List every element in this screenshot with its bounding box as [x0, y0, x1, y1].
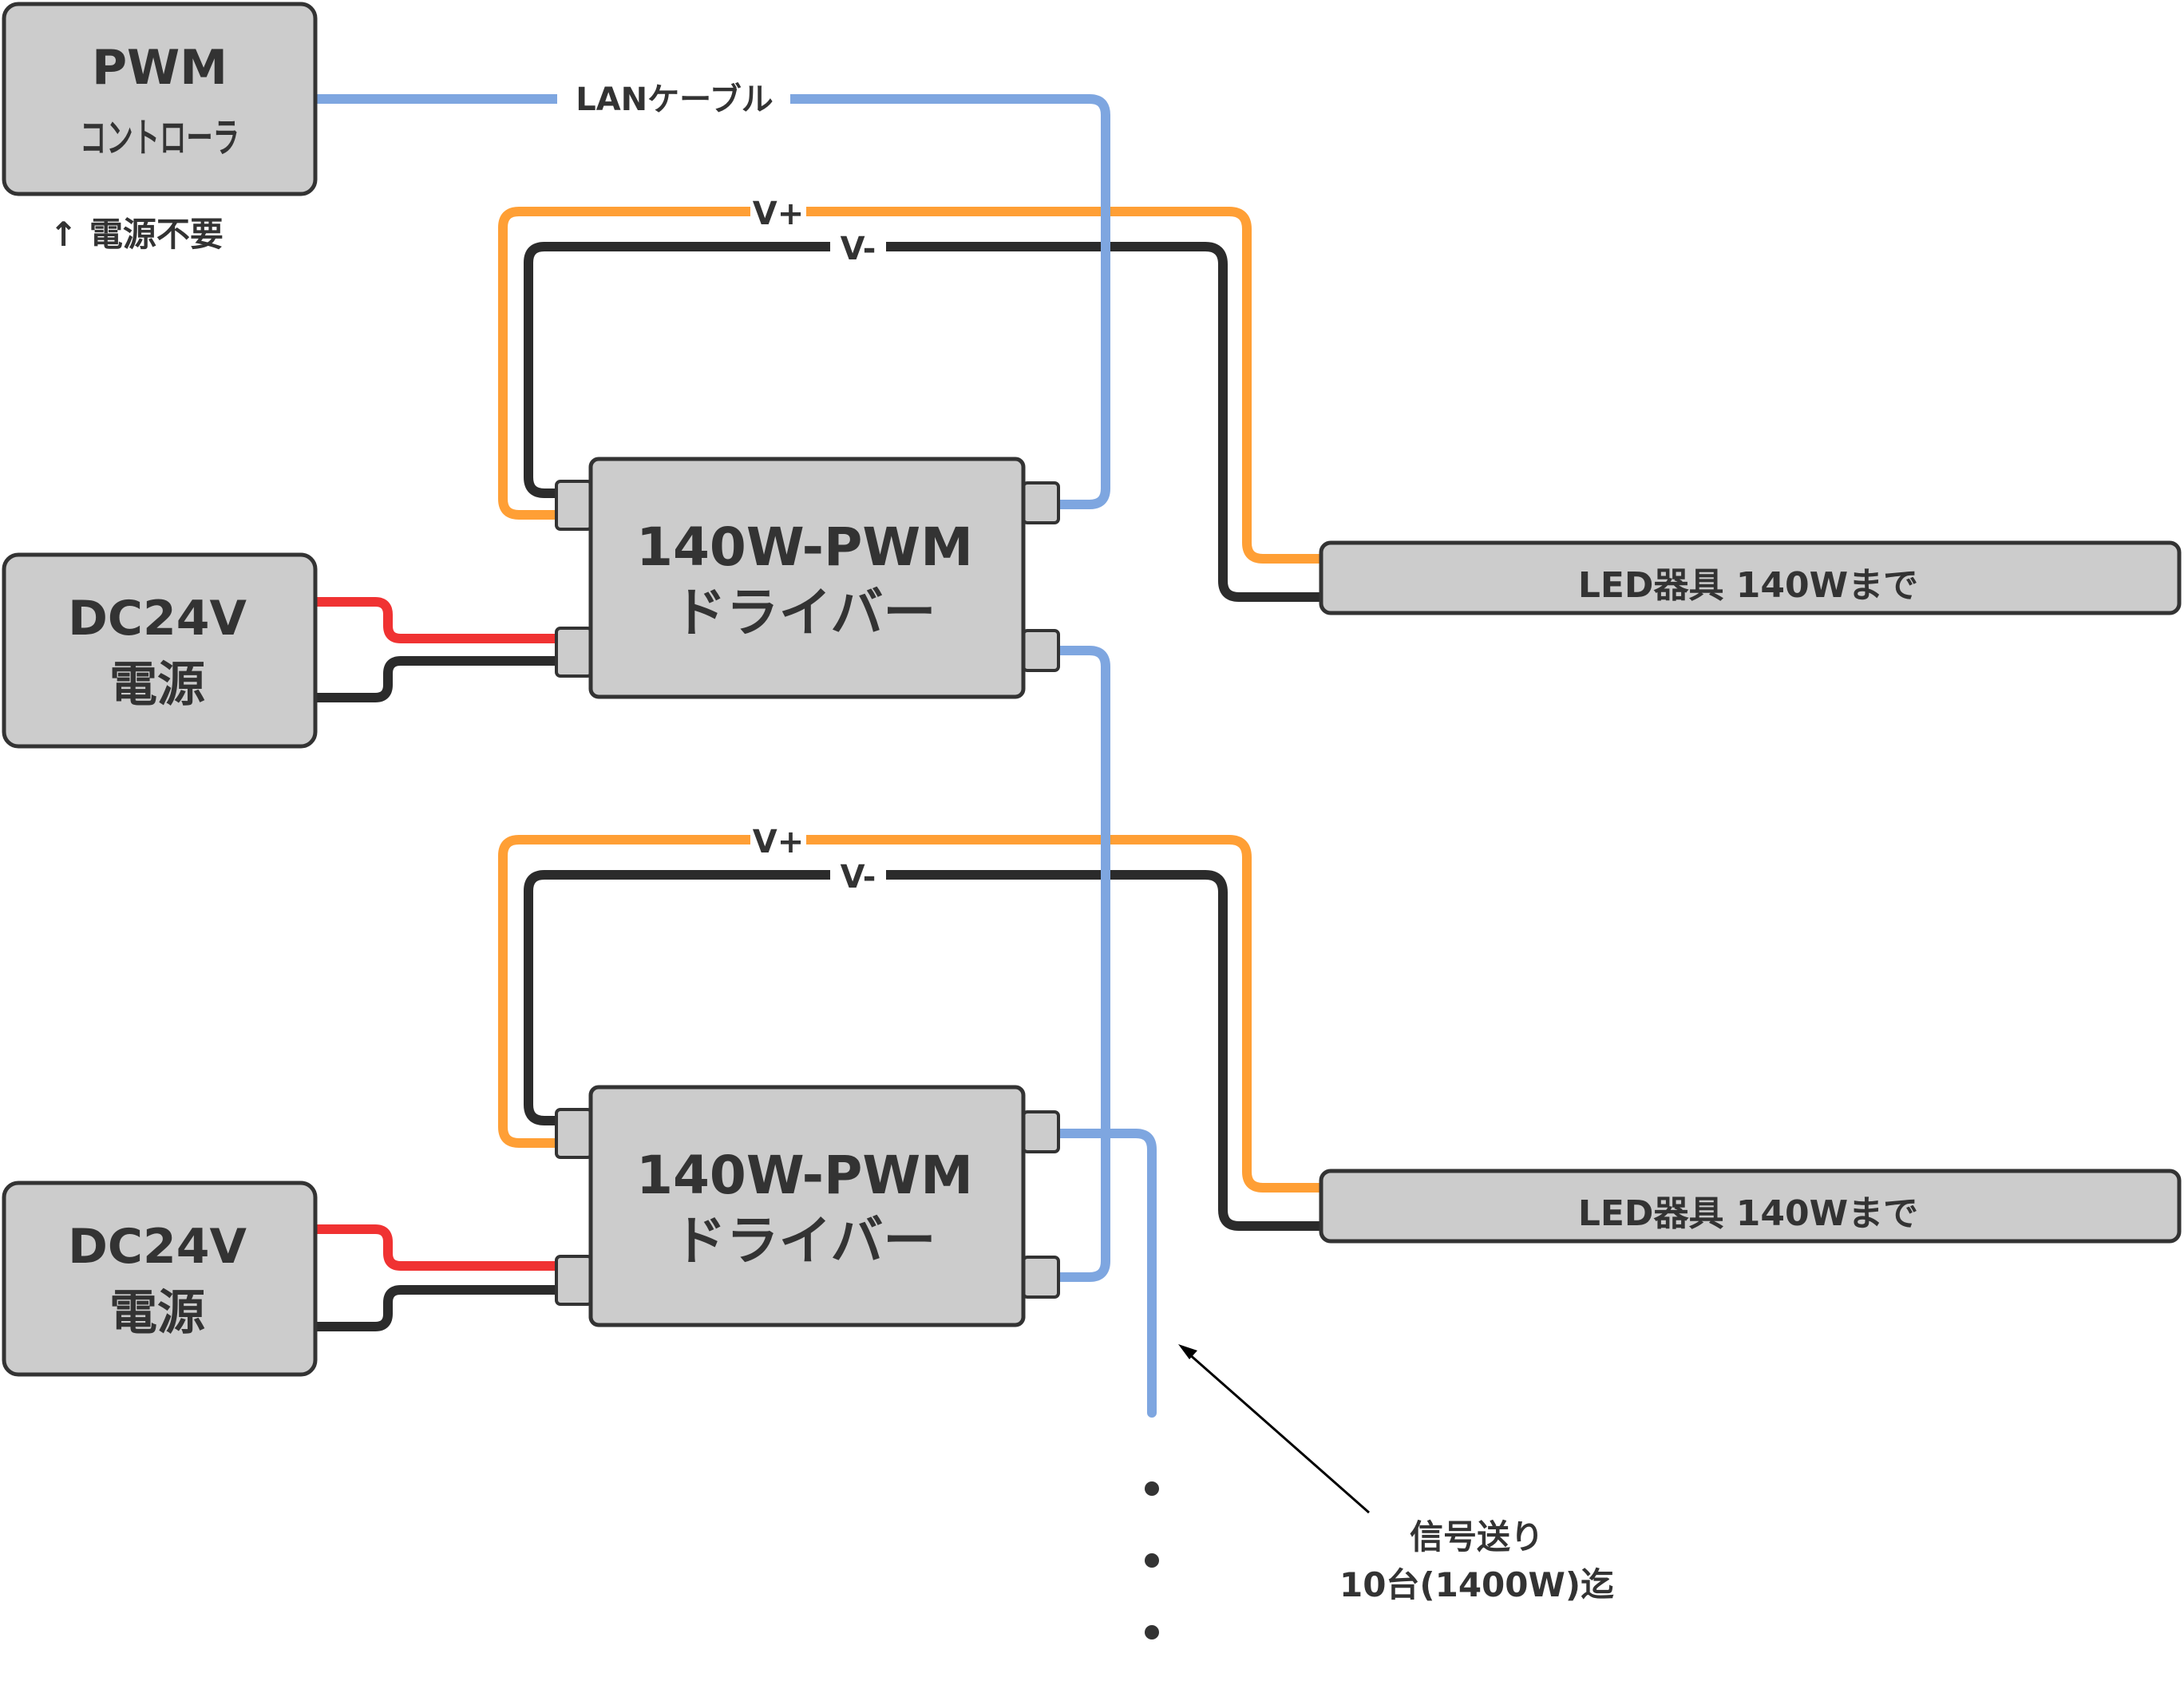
pwm-controller-note: ↑ 電源不要 [49, 215, 224, 254]
unit2-power-supply: DC24V 電源 [2, 1181, 318, 1377]
unit1-driver-subtitle: ドライバー [674, 582, 936, 643]
unit1-power-title: DC24V [68, 591, 247, 647]
unit1-driver-port-signal-in [1022, 481, 1060, 524]
signal-note-arrow [1187, 1351, 1370, 1514]
unit2-driver-port-signal-in [1022, 1110, 1060, 1153]
unit2-power-subtitle: 電源 [109, 1285, 205, 1341]
unit1-vminus-label: V- [841, 231, 876, 267]
unit1-led-fixture: LED器具 140Wまで [1319, 540, 2182, 615]
continuation-dot [1145, 1625, 1159, 1639]
unit1-vplus-label: V+ [753, 196, 804, 232]
unit2-led-label: LED器具 140Wまで [1578, 1193, 1918, 1234]
unit1-driver-port-power [555, 627, 593, 678]
pwm-controller-title: PWM [92, 40, 228, 96]
unit2-vplus-label: V+ [753, 824, 804, 860]
unit1-driver-title: 140W-PWM [636, 516, 973, 578]
unit2-led-fixture: LED器具 140Wまで [1319, 1169, 2182, 1244]
unit1-led-label: LED器具 140Wまで [1578, 565, 1918, 606]
unit2-power-positive-wire [311, 1224, 564, 1271]
continuation-dot [1145, 1553, 1159, 1568]
signal-note-line2: 10台(1400W)迄 [1339, 1565, 1614, 1604]
lan-cable-wire [311, 94, 1110, 509]
unit2-driver-subtitle: ドライバー [674, 1210, 936, 1272]
pwm-controller-subtitle: コントローラ [80, 115, 239, 161]
unit2-vminus-label: V- [841, 859, 876, 896]
unit2-driver-title: 140W-PWM [636, 1145, 973, 1206]
unit1-power-negative-wire [311, 656, 564, 702]
unit1-power-positive-wire [311, 597, 564, 643]
signal-forward-wire [1053, 1129, 1157, 1418]
unit1-vplus-wire [498, 207, 1326, 564]
unit1-power-supply: DC24V 電源 [2, 552, 318, 749]
continuation-dot [1145, 1481, 1159, 1496]
signal-link-wire [1053, 646, 1110, 1282]
unit2-power-negative-wire [311, 1285, 564, 1331]
unit2-power-title: DC24V [68, 1219, 247, 1275]
unit1-power-subtitle: 電源 [109, 657, 205, 713]
signal-note-arrowhead [1178, 1344, 1197, 1359]
unit1-driver-port-signal-out [1022, 629, 1060, 672]
unit2-vplus-wire [498, 835, 1326, 1193]
unit2-driver: 140W-PWM ドライバー [555, 1085, 1060, 1327]
unit2-driver-port-power [555, 1255, 593, 1306]
unit2-driver-port-signal-out [1022, 1256, 1060, 1299]
pwm-controller: PWM コントローラ [2, 2, 318, 196]
lan-cable-label: LANケーブル [576, 81, 774, 118]
unit1-driver-port-vplus [555, 480, 593, 531]
signal-note-line1: 信号送り [1410, 1517, 1544, 1556]
unit1-driver: 140W-PWM ドライバー [555, 457, 1060, 699]
unit2-driver-port-vplus [555, 1108, 593, 1159]
